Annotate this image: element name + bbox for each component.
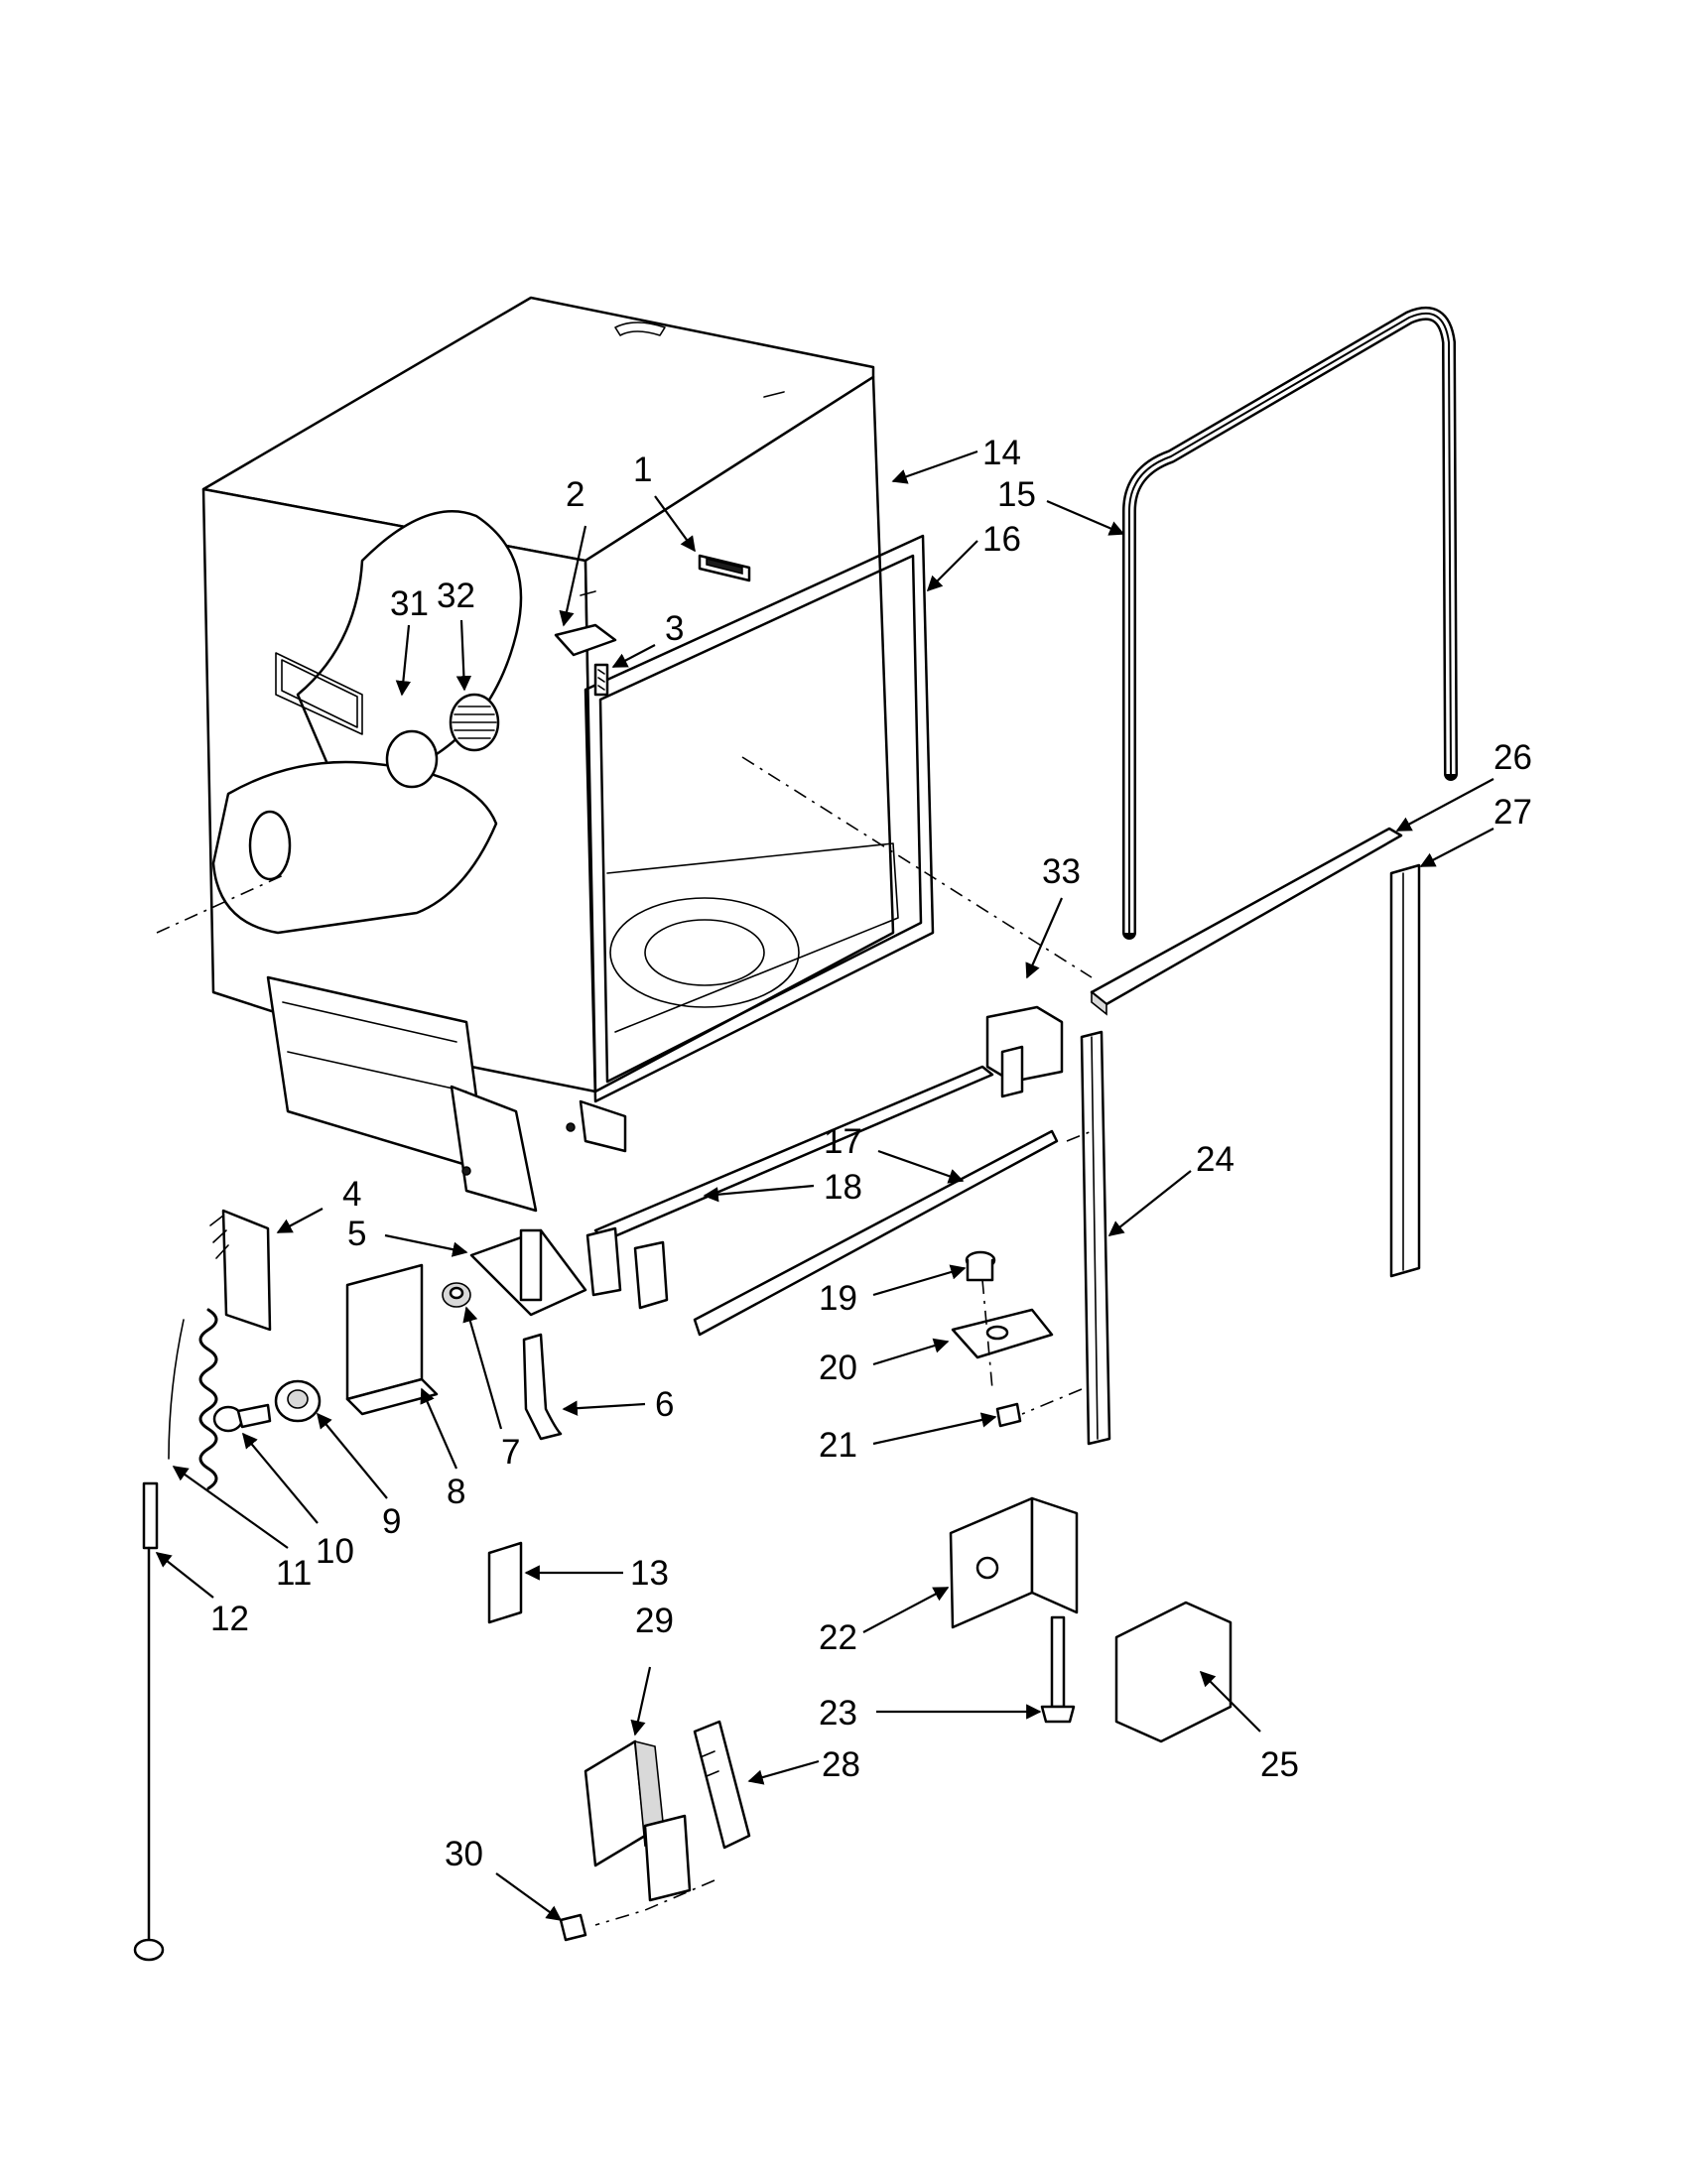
part-25-cover (1114, 1601, 1233, 1743)
assembly-centerlines (156, 756, 1093, 1926)
callout-33: 33 (1042, 852, 1081, 891)
callout-19: 19 (819, 1279, 857, 1318)
callout-28: 28 (822, 1745, 860, 1784)
part-20-plate (951, 1308, 1054, 1359)
part-7-nut (442, 1282, 471, 1308)
callout-24: 24 (1196, 1140, 1234, 1179)
part-8-plate (345, 1263, 439, 1416)
part-13-bumper (487, 1541, 523, 1624)
callout-16: 16 (982, 520, 1021, 559)
callout-labels: 1 2 3 4 5 6 7 8 9 10 11 12 13 14 15 16 1… (210, 434, 1532, 1873)
callout-22: 22 (819, 1618, 857, 1657)
callout-6: 6 (655, 1385, 674, 1424)
part-1-clip (698, 554, 751, 582)
callout-1: 1 (633, 450, 652, 489)
part-19-knob (965, 1250, 996, 1282)
callout-31: 31 (390, 584, 429, 623)
callout-32: 32 (437, 577, 475, 615)
callout-3: 3 (665, 609, 684, 648)
callout-8: 8 (447, 1473, 465, 1511)
callout-10: 10 (316, 1532, 354, 1571)
callout-12: 12 (210, 1600, 249, 1638)
part-12-cable (133, 1481, 165, 1962)
part-2-bracket (554, 623, 617, 657)
callout-7: 7 (501, 1433, 520, 1472)
part-33-bracket (985, 1005, 1064, 1098)
part-9-pulley (274, 1379, 322, 1423)
callout-27: 27 (1493, 793, 1532, 832)
part-15-door-gasket (1122, 307, 1458, 940)
part-10-pin (212, 1403, 272, 1433)
callout-13: 13 (630, 1554, 669, 1593)
part-5-hinge-plate (469, 1228, 587, 1317)
part-30-screw (559, 1913, 587, 1942)
callout-15: 15 (997, 475, 1036, 514)
callout-25: 25 (1260, 1745, 1299, 1784)
part-29-pad (584, 1739, 692, 1902)
callout-9: 9 (382, 1502, 401, 1541)
part-21-screw (995, 1402, 1022, 1428)
part-22-bracket (949, 1496, 1079, 1629)
tub-assembly (201, 296, 935, 1213)
callout-17: 17 (824, 1122, 862, 1161)
part-27-side-strip (1389, 863, 1421, 1278)
callout-26: 26 (1493, 738, 1532, 777)
callout-4: 4 (342, 1175, 361, 1214)
callout-5: 5 (347, 1215, 366, 1253)
callout-29: 29 (635, 1602, 674, 1640)
callout-21: 21 (819, 1426, 857, 1465)
part-4-bracket (209, 1209, 272, 1332)
part-3-screw (593, 663, 609, 697)
part-6-clip (522, 1333, 563, 1441)
callout-14: 14 (982, 434, 1021, 472)
part-17-strip (693, 1129, 1059, 1337)
part-24-side-strip (1080, 1030, 1111, 1446)
part-11-spring (168, 1308, 218, 1490)
part-28-bracket (693, 1720, 751, 1850)
callout-23: 23 (819, 1694, 857, 1733)
part-18-rail (585, 1065, 994, 1310)
callout-30: 30 (445, 1835, 483, 1873)
callout-20: 20 (819, 1349, 857, 1387)
callout-18: 18 (824, 1168, 862, 1207)
callout-2: 2 (566, 475, 584, 514)
leaders (155, 450, 1494, 1921)
part-23-leveler (1040, 1615, 1076, 1724)
callout-11: 11 (276, 1554, 312, 1593)
part-26-lower-seal (1090, 827, 1403, 1016)
